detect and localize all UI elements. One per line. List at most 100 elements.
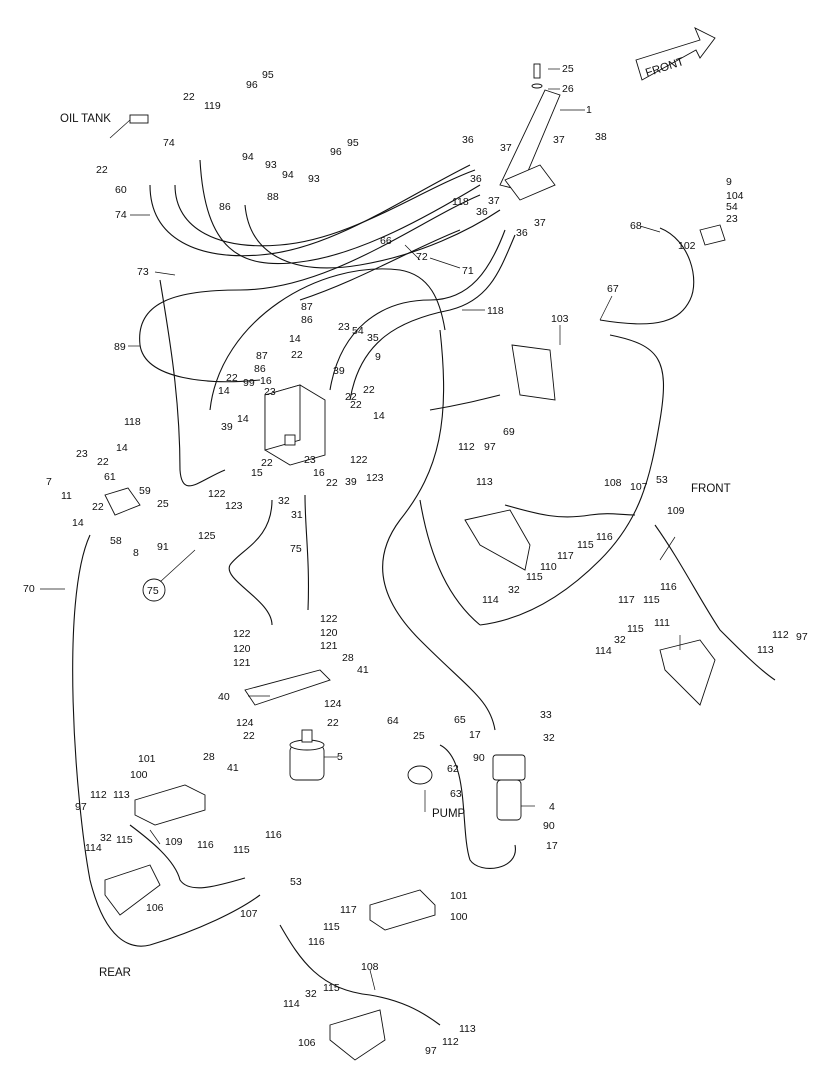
callout: 86 bbox=[219, 201, 231, 213]
callout: 88 bbox=[267, 191, 279, 203]
callout: 125 bbox=[198, 530, 216, 542]
callout: 22 bbox=[261, 457, 273, 469]
block-100a-icon bbox=[134, 784, 206, 826]
callout: 94 bbox=[242, 151, 254, 163]
callout: 108 bbox=[604, 477, 622, 489]
callout: 39 bbox=[221, 421, 233, 433]
control-valve-icon bbox=[264, 384, 326, 466]
callout: 73 bbox=[137, 266, 149, 278]
callout: 58 bbox=[110, 535, 122, 547]
callout: 93 bbox=[308, 173, 320, 185]
callout: 104 bbox=[726, 190, 744, 202]
callout: 106 bbox=[146, 902, 164, 914]
leader-lines bbox=[40, 68, 681, 991]
callout: 113 bbox=[757, 644, 774, 656]
oil-tank-label: OIL TANK bbox=[60, 113, 111, 125]
front-arrow-icon: FRONT bbox=[635, 27, 716, 81]
callout: 25 bbox=[562, 63, 574, 75]
callout: 36 bbox=[516, 227, 528, 239]
callout: 121 bbox=[320, 640, 338, 652]
callout: 25 bbox=[157, 498, 169, 510]
callout: 22 bbox=[97, 456, 109, 468]
callout: 112 bbox=[442, 1036, 459, 1048]
callout: 115 bbox=[627, 623, 644, 635]
callout: 14 bbox=[116, 442, 128, 454]
callout: 99 bbox=[243, 377, 255, 389]
callout: 96 bbox=[246, 79, 258, 91]
callout: 107 bbox=[240, 908, 258, 920]
callout: 118 bbox=[124, 416, 141, 428]
callout: 109 bbox=[165, 836, 183, 848]
callout: 109 bbox=[667, 505, 685, 517]
annotation-labels: OIL TANK FRONT REAR PUMP 75 bbox=[60, 113, 731, 979]
callout: 115 bbox=[323, 982, 340, 994]
bracket-111-icon bbox=[659, 639, 716, 706]
callout: 114 bbox=[85, 842, 102, 854]
callout: 89 bbox=[114, 341, 126, 353]
callout: 122 bbox=[233, 628, 251, 640]
callout: 22 bbox=[183, 91, 195, 103]
callout: 122 bbox=[320, 613, 338, 625]
callout: 53 bbox=[290, 876, 302, 888]
callout: 100 bbox=[130, 769, 148, 781]
callout: 53 bbox=[656, 474, 668, 486]
callout: 116 bbox=[660, 581, 677, 593]
callout: 26 bbox=[562, 83, 574, 95]
callout: 25 bbox=[413, 730, 425, 742]
callout-labels: 25 26 1 95 96 22 119 74 22 60 94 93 94 9… bbox=[23, 63, 808, 1057]
callout: 37 bbox=[488, 195, 500, 207]
callout: 22 bbox=[345, 391, 357, 403]
callout: 113 bbox=[113, 789, 130, 801]
callout: 71 bbox=[462, 265, 474, 277]
callout: 122 bbox=[350, 454, 368, 466]
block-100b-icon bbox=[369, 889, 436, 931]
circled-ref-label: 75 bbox=[147, 585, 159, 597]
callout: 116 bbox=[197, 839, 214, 851]
callout: 111 bbox=[654, 617, 670, 629]
callout: 22 bbox=[291, 349, 303, 361]
callout: 113 bbox=[459, 1023, 476, 1035]
callout: 22 bbox=[226, 372, 238, 384]
callout: 118 bbox=[487, 305, 504, 317]
callout: 40 bbox=[218, 691, 230, 703]
callout: 72 bbox=[416, 251, 428, 263]
callout: 67 bbox=[607, 283, 619, 295]
pump-flange-icon bbox=[407, 765, 433, 785]
callout: 39 bbox=[333, 365, 345, 377]
callout: 23 bbox=[726, 213, 738, 225]
callout: 65 bbox=[454, 714, 466, 726]
callout: 17 bbox=[546, 840, 558, 852]
callout: 97 bbox=[484, 441, 496, 453]
callout: 4 bbox=[549, 801, 555, 813]
callout: 117 bbox=[557, 550, 574, 562]
callout: 28 bbox=[203, 751, 215, 763]
callout: 115 bbox=[643, 594, 660, 606]
callout: 11 bbox=[61, 490, 72, 502]
callout: 23 bbox=[264, 386, 276, 398]
callout: 114 bbox=[482, 594, 499, 606]
callout: 87 bbox=[256, 350, 268, 362]
callout: 36 bbox=[476, 206, 488, 218]
callout: 32 bbox=[305, 988, 317, 1000]
callout: 101 bbox=[450, 890, 468, 902]
callout: 112 bbox=[458, 441, 475, 453]
callout: 15 bbox=[251, 467, 263, 479]
callout: 115 bbox=[323, 921, 340, 933]
plate-103-icon bbox=[511, 344, 556, 401]
front-label: FRONT bbox=[691, 483, 731, 495]
callout: 1 bbox=[586, 104, 592, 116]
callout: 119 bbox=[204, 100, 221, 112]
callout: 39 bbox=[345, 476, 357, 488]
callout: 124 bbox=[236, 717, 254, 729]
callout: 116 bbox=[596, 531, 613, 543]
callout: 97 bbox=[75, 801, 87, 813]
callout: 33 bbox=[540, 709, 552, 721]
callout: 14 bbox=[289, 333, 301, 345]
callout: 59 bbox=[139, 485, 151, 497]
callout: 87 bbox=[301, 301, 313, 313]
callout: 62 bbox=[447, 763, 459, 775]
callout: 14 bbox=[218, 385, 230, 397]
callout: 106 bbox=[298, 1037, 316, 1049]
callout: 66 bbox=[380, 235, 392, 247]
